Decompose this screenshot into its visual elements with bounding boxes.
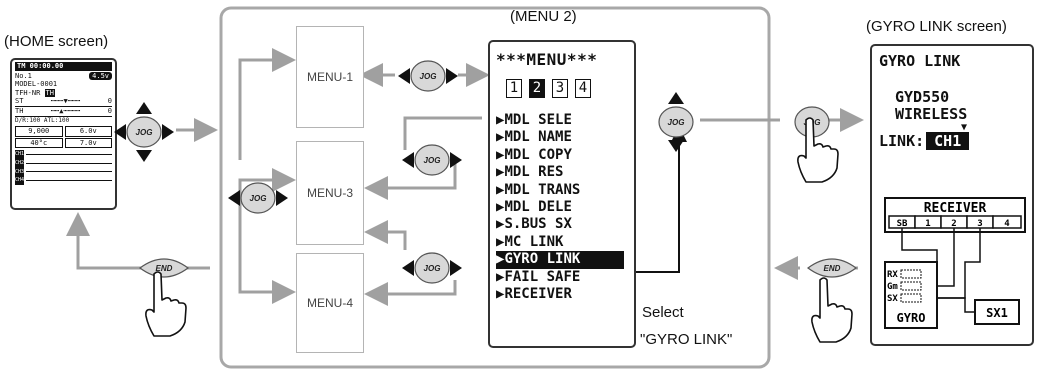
jog-button-left[interactable]: JOG bbox=[226, 166, 290, 230]
hand-icon-gyro bbox=[797, 117, 839, 183]
caption-select: Select bbox=[642, 304, 684, 321]
menu2-screen: ***MENU*** 1 2 3 4 ▶MDL SELE ▶MDL NAME ▶… bbox=[488, 40, 636, 348]
hand-icon-right bbox=[811, 277, 853, 343]
home-st-label: ST bbox=[15, 97, 24, 106]
port-sb: SB bbox=[897, 219, 908, 229]
end-button-right[interactable]: END bbox=[800, 248, 864, 288]
home-voltage-badge: 4.5v bbox=[89, 71, 112, 81]
menu-3-label: MENU-3 bbox=[306, 186, 353, 200]
svg-text:JOG: JOG bbox=[420, 72, 437, 81]
port-1: 1 bbox=[925, 219, 930, 229]
caption-gyro: (GYRO LINK screen) bbox=[866, 18, 1007, 35]
menu-item-gyro-link[interactable]: ▶GYRO LINK bbox=[496, 251, 624, 269]
receiver-title: RECEIVER bbox=[924, 201, 987, 216]
arrow-loop-menu4 bbox=[238, 210, 296, 304]
port-3: 3 bbox=[977, 219, 982, 229]
page-tab-1[interactable]: 1 bbox=[506, 79, 522, 98]
home-st-val: 0 bbox=[107, 97, 112, 106]
menu-item-mdl-trans[interactable]: ▶MDL TRANS bbox=[496, 181, 581, 198]
jog-button-menu3[interactable]: JOG bbox=[400, 128, 464, 192]
gyro-link-screen: GYRO LINK GYD550 WIRELESS ▼ LINK: CH1 RE… bbox=[870, 44, 1034, 346]
menu-item-mdl-res[interactable]: ▶MDL RES bbox=[496, 164, 564, 181]
menu-item-mdl-dele[interactable]: ▶MDL DELE bbox=[496, 199, 572, 216]
home-th-val: 0 bbox=[107, 106, 112, 115]
gyro-pin-rx: RX bbox=[887, 270, 898, 280]
jog-button-menu1[interactable]: JOG bbox=[396, 44, 460, 108]
home-model-name: MODEL-0001 bbox=[15, 80, 58, 89]
menu-1-box[interactable]: MENU-1 bbox=[296, 26, 364, 128]
home-dr-atl: D/R:100 ATL:100 bbox=[15, 116, 70, 124]
home-system-badge: TH bbox=[44, 88, 55, 97]
page-tab-3[interactable]: 3 bbox=[552, 79, 568, 98]
port-2: 2 bbox=[951, 219, 956, 229]
sx1-label: SX1 bbox=[986, 306, 1008, 320]
caption-select-target: "GYRO LINK" bbox=[640, 331, 733, 348]
home-v1: 9,000 bbox=[15, 126, 63, 137]
home-th-label: TH bbox=[15, 106, 24, 115]
hand-icon-left bbox=[145, 271, 187, 337]
home-temp: 40°c bbox=[15, 137, 63, 149]
menu-item-mdl-copy[interactable]: ▶MDL COPY bbox=[496, 146, 572, 163]
menu-item-receiver[interactable]: ▶RECEIVER bbox=[496, 286, 572, 303]
menu2-title: ***MENU*** bbox=[496, 50, 598, 69]
gyro-wiring-diagram: RECEIVER SB 1 2 3 4 RX Gm SX GYRO SX1 bbox=[884, 197, 1026, 329]
menu2-item-list: ▶MDL SELE ▶MDL NAME ▶MDL COPY ▶MDL RES ▶… bbox=[496, 112, 628, 303]
arrow-loop-menu1 bbox=[238, 48, 296, 160]
home-ch1: CH1 bbox=[15, 150, 25, 159]
svg-text:JOG: JOG bbox=[136, 128, 153, 137]
gyro-mode: WIRELESS bbox=[895, 105, 968, 123]
home-ch3: CH3 bbox=[15, 167, 25, 177]
menu-frame bbox=[219, 6, 771, 369]
gyro-block-label: GYRO bbox=[897, 311, 926, 325]
home-channel-bars: CH1 CH2 CH3 CH4 bbox=[15, 150, 112, 185]
home-screen: TM 00:00.00 No.1 4.5v MODEL-0001 TFH-NR … bbox=[10, 58, 117, 210]
menu-item-fail-safe[interactable]: ▶FAIL SAFE bbox=[496, 268, 581, 285]
gyro-device: GYD550 bbox=[895, 88, 950, 106]
jog-button-menu2[interactable]: JOG bbox=[644, 90, 708, 154]
menu-4-label: MENU-4 bbox=[306, 296, 353, 310]
select-connector bbox=[636, 126, 687, 273]
svg-text:JOG: JOG bbox=[668, 118, 685, 127]
menu-item-mdl-name[interactable]: ▶MDL NAME bbox=[496, 129, 572, 146]
caption-menu2: (MENU 2) bbox=[510, 8, 577, 25]
port-4: 4 bbox=[1004, 219, 1010, 229]
menu-1-label: MENU-1 bbox=[306, 70, 353, 84]
home-v2: 6.0v bbox=[64, 126, 112, 137]
caption-home: (HOME screen) bbox=[4, 33, 109, 50]
gyro-pin-gm: Gm bbox=[887, 282, 898, 292]
svg-text:END: END bbox=[824, 264, 841, 273]
menu-item-mdl-sele[interactable]: ▶MDL SELE bbox=[496, 112, 572, 128]
page-tab-4[interactable]: 4 bbox=[575, 79, 591, 98]
svg-text:JOG: JOG bbox=[250, 194, 267, 203]
home-system: TFH-NR bbox=[15, 88, 41, 97]
jog-button-home[interactable]: JOG bbox=[112, 100, 176, 164]
menu2-page-tabs: 1 2 3 4 bbox=[506, 79, 628, 98]
home-v3: 7.0v bbox=[64, 137, 112, 149]
svg-text:END: END bbox=[156, 264, 173, 273]
menu-4-box[interactable]: MENU-4 bbox=[296, 253, 364, 353]
gyro-title: GYRO LINK bbox=[879, 52, 961, 70]
gyro-pin-sx: SX bbox=[887, 294, 898, 304]
gyro-link-label: LINK: bbox=[879, 132, 925, 150]
home-model-no: No.1 bbox=[15, 71, 32, 80]
jog-button-menu4[interactable]: JOG bbox=[400, 236, 464, 300]
home-timer: TM 00:00.00 bbox=[15, 62, 112, 71]
svg-text:JOG: JOG bbox=[424, 156, 441, 165]
home-ch2: CH2 bbox=[15, 158, 25, 168]
home-ch4: CH4 bbox=[15, 176, 25, 185]
gyro-link-marker: ▼ bbox=[961, 122, 968, 133]
page-tab-2[interactable]: 2 bbox=[529, 79, 545, 98]
svg-text:JOG: JOG bbox=[424, 264, 441, 273]
menu-3-box[interactable]: MENU-3 bbox=[296, 141, 364, 245]
menu-item-mc-link[interactable]: ▶MC LINK bbox=[496, 233, 564, 250]
gyro-link-value[interactable]: CH1 bbox=[926, 132, 970, 150]
menu-item-sbus-sx[interactable]: ▶S.BUS SX bbox=[496, 216, 572, 233]
